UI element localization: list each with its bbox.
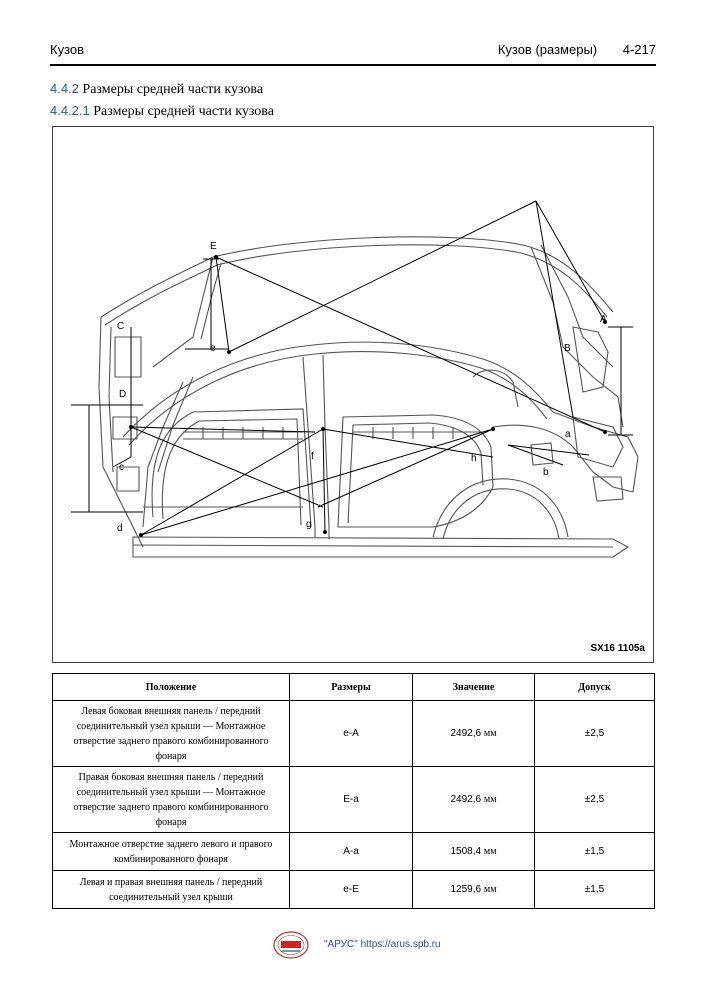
row-size: A-a — [289, 832, 413, 871]
row-value-unit: мм — [483, 728, 497, 739]
car-body-diagram: E e C D c d f g h A B a b — [71, 200, 639, 558]
column-header-tolerance: Допуск — [534, 673, 655, 701]
label-f: f — [311, 451, 314, 462]
arus-logo — [273, 931, 309, 959]
table-row: Правая боковая внешняя панель / передний… — [52, 766, 655, 833]
label-D: D — [119, 389, 126, 400]
section-number: 4.4.2 — [50, 81, 79, 96]
subsection-number: 4.4.2.1 — [50, 103, 90, 118]
label-g: g — [306, 519, 312, 530]
row-value-unit: мм — [483, 846, 497, 857]
page-number: 4-217 — [622, 42, 656, 57]
row-size: E-a — [289, 766, 413, 833]
row-value-number: 2492,6 — [450, 728, 482, 739]
row-size: e-A — [289, 700, 413, 767]
label-d: d — [117, 523, 123, 534]
table-header-row: Положение Размеры Значение Допуск — [52, 673, 655, 701]
table-row: Монтажное отверстие заднего левого и пра… — [52, 832, 655, 871]
row-position: Левая боковая внешняя панель / передний … — [52, 700, 290, 767]
label-A: A — [600, 314, 607, 325]
footer-link[interactable]: "АРУС" https://arus.spb.ru — [324, 939, 441, 950]
section-title: Размеры средней части кузова — [82, 82, 264, 97]
header-right: Кузов (размеры) 4-217 — [498, 42, 656, 57]
page-header: Кузов Кузов (размеры) 4-217 — [50, 38, 656, 66]
row-position: Правая боковая внешняя панель / передний… — [52, 766, 290, 833]
figure-labels: E e C D c d f g h A B a b — [117, 241, 607, 534]
column-header-value: Значение — [412, 673, 535, 701]
dimensions-table: Положение Размеры Значение Допуск Левая … — [52, 673, 655, 909]
column-header-position: Положение — [52, 673, 290, 701]
label-B: B — [564, 343, 571, 354]
table-row: Левая боковая внешняя панель / передний … — [52, 700, 655, 767]
row-position: Левая и правая внешняя панель / передний… — [52, 870, 290, 909]
header-section: Кузов — [50, 42, 85, 57]
label-h: h — [471, 453, 477, 464]
row-value-unit: мм — [483, 794, 497, 805]
car-body-outline — [98, 236, 639, 558]
label-E: E — [210, 241, 217, 252]
row-tolerance: ±1,5 — [534, 832, 655, 871]
row-position: Монтажное отверстие заднего левого и пра… — [52, 832, 290, 871]
measurement-lines — [71, 200, 633, 536]
table-row: Левая и правая внешняя панель / передний… — [52, 870, 655, 909]
row-value: 1259,6 мм — [412, 870, 535, 909]
label-a: a — [565, 429, 571, 440]
label-b: b — [543, 467, 549, 478]
body-dimensions-figure: E e C D c d f g h A B a b SX16 1105a — [52, 126, 654, 663]
row-tolerance: ±1,5 — [534, 870, 655, 909]
row-value-number: 1508,4 — [450, 846, 482, 857]
section-heading: 4.4.2 Размеры средней части кузова — [50, 81, 263, 98]
row-tolerance: ±2,5 — [534, 700, 655, 767]
row-value-number: 1259,6 — [450, 884, 482, 895]
label-c: c — [119, 462, 124, 473]
row-size: e-E — [289, 870, 413, 909]
measure-points — [129, 255, 607, 537]
row-value: 2492,6 мм — [412, 700, 535, 767]
column-header-size: Размеры — [289, 673, 413, 701]
label-C: C — [117, 321, 124, 332]
subsection-title: Размеры средней части кузова — [93, 104, 274, 119]
row-value-unit: мм — [483, 884, 497, 895]
page-footer: "АРУС" https://arus.spb.ru — [272, 930, 472, 960]
row-value-number: 2492,6 — [450, 794, 482, 805]
row-value: 1508,4 мм — [412, 832, 535, 871]
row-value: 2492,6 мм — [412, 766, 535, 833]
header-subsection: Кузов (размеры) — [497, 42, 598, 57]
subsection-heading: 4.4.2.1 Размеры средней части кузова — [50, 103, 274, 120]
row-tolerance: ±2,5 — [534, 766, 655, 833]
figure-code: SX16 1105a — [590, 643, 646, 654]
label-e: e — [210, 343, 216, 354]
